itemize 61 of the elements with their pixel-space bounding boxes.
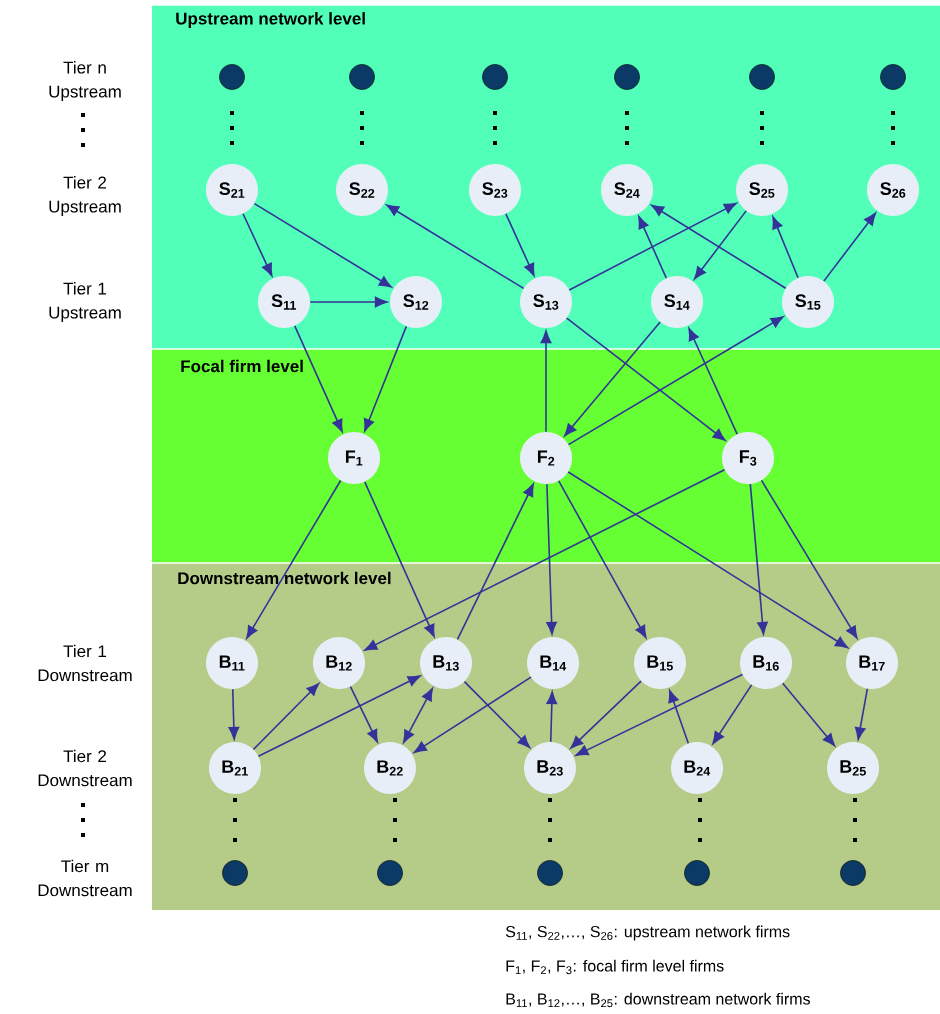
firm-dot [482,64,508,90]
note: S$_{11}$, S$_{22}$,…, S$_{26}$: upstream network firms [505,925,790,941]
arrow [505,213,535,277]
arrow [693,210,747,280]
firm-dot [840,860,866,886]
arrow [309,296,388,308]
arrow [253,202,392,288]
arrow [651,204,787,290]
arrow [712,684,753,745]
firm-dot [614,64,640,90]
firm-dot [880,64,906,90]
arrow [546,483,557,635]
arrow [567,471,848,649]
arrow [456,483,534,641]
firm-dot [222,860,248,886]
firm-dot [537,860,563,886]
arrow [567,316,784,446]
arrow [749,483,768,635]
arrow [568,202,737,291]
tier-label: Tier 1 Downstream [38,644,132,682]
arrow [246,479,342,639]
tier-label: Tier 2 Upstream [49,176,121,216]
arrow [413,676,532,753]
tier-label: Tier 1 Upstream [49,282,121,322]
arrow [564,321,661,437]
arrow [772,216,799,279]
firm-dot [377,860,403,886]
arrow [242,212,273,277]
firm-dot [749,64,775,90]
note: F$_{1}$, F$_{2}$, F$_{3}$: focal firm level firms [506,959,724,975]
arrow [403,688,434,743]
arrow [293,325,343,433]
arrow [546,691,558,743]
note: B$_{11}$, B$_{12}$,…, B$_{25}$: downstream network firms [506,992,810,1008]
arrow [257,675,421,758]
firm-dot [219,64,245,90]
arrow [540,330,552,433]
tier-label: Tier n Upstream [49,61,121,101]
arrow [463,680,531,748]
arrow [854,688,869,740]
arrow [364,468,726,651]
arrow [363,325,408,432]
arrow [565,317,726,441]
arrow [570,680,642,749]
arrow [823,212,877,282]
arrow [638,215,668,279]
arrow [386,204,525,290]
firm-dot [349,64,375,90]
arrow [349,685,378,743]
arrow [668,689,690,745]
arrow [688,327,738,435]
firm-dot [684,860,710,886]
arrow [557,480,647,639]
arrow [363,481,435,638]
arrow [575,673,744,756]
arrow [228,688,240,740]
arrow [760,479,858,639]
arrow [252,683,320,751]
arrow [781,682,836,747]
tier-label: Tier m Downstream [38,859,132,897]
tier-label: Tier 2 Downstream [38,749,132,787]
